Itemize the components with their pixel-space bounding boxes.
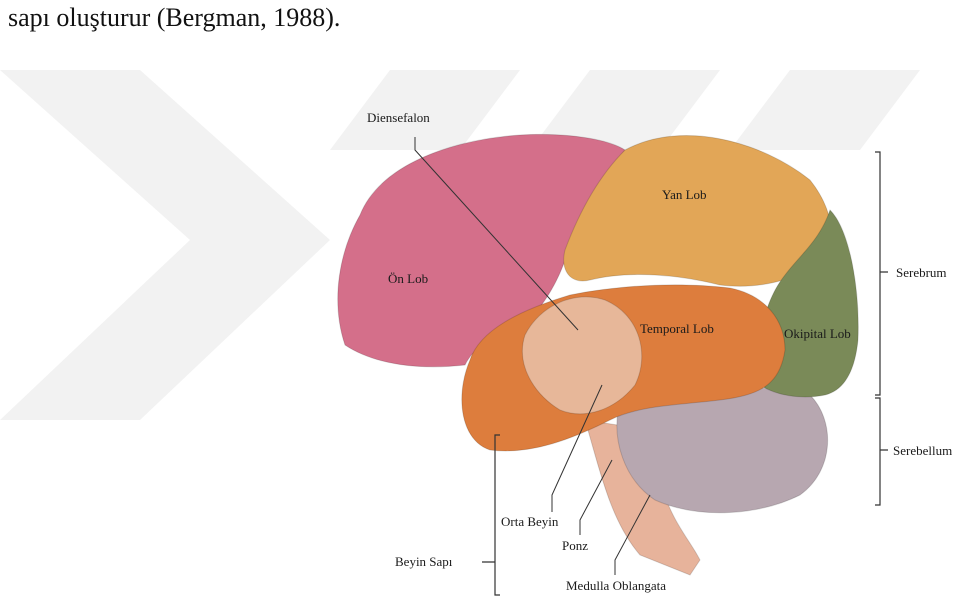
label-serebellum: Serebellum	[893, 443, 952, 458]
label-orta-beyin: Orta Beyin	[501, 514, 559, 529]
label-medulla: Medulla Oblangata	[566, 578, 666, 593]
label-okipital-lob: Okipital Lob	[784, 326, 851, 341]
label-ponz: Ponz	[562, 538, 588, 553]
label-yan-lob: Yan Lob	[662, 187, 707, 202]
serebellum-bracket	[875, 398, 888, 505]
label-serebrum: Serebrum	[896, 265, 947, 280]
label-diensefalon: Diensefalon	[367, 110, 430, 125]
label-on-lob: Ön Lob	[388, 271, 428, 286]
label-beyin-sapi: Beyin Sapı	[395, 554, 453, 569]
serebrum-bracket	[875, 152, 888, 395]
beyin-sapi-bracket	[482, 435, 500, 595]
label-temporal-lob: Temporal Lob	[640, 321, 714, 336]
